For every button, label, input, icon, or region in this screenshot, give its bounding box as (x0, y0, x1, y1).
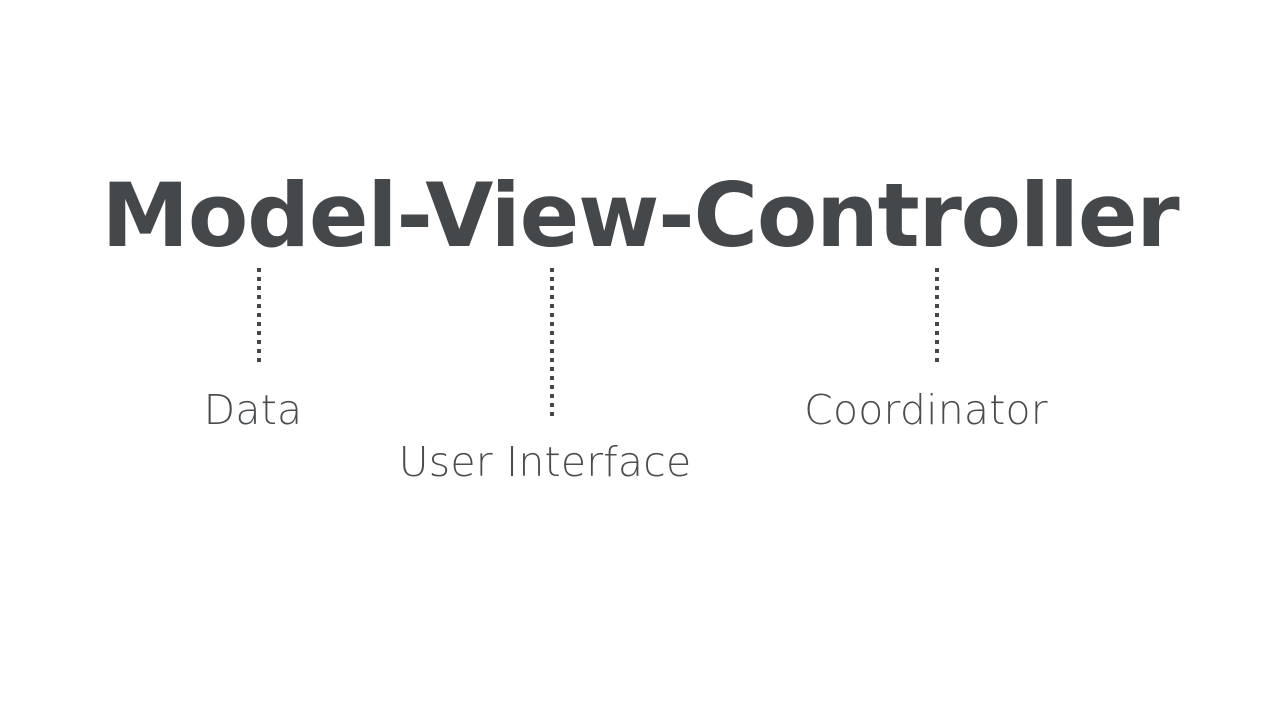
connector-line-view (550, 268, 554, 420)
annotation-label-model: Data (203, 386, 303, 434)
annotation-label-view: User Interface (398, 438, 692, 486)
connector-line-model (257, 268, 261, 366)
page-title: Model-View-Controller (101, 164, 1179, 267)
connector-line-controller (935, 268, 939, 365)
annotation-label-controller: Coordinator (804, 386, 1048, 434)
